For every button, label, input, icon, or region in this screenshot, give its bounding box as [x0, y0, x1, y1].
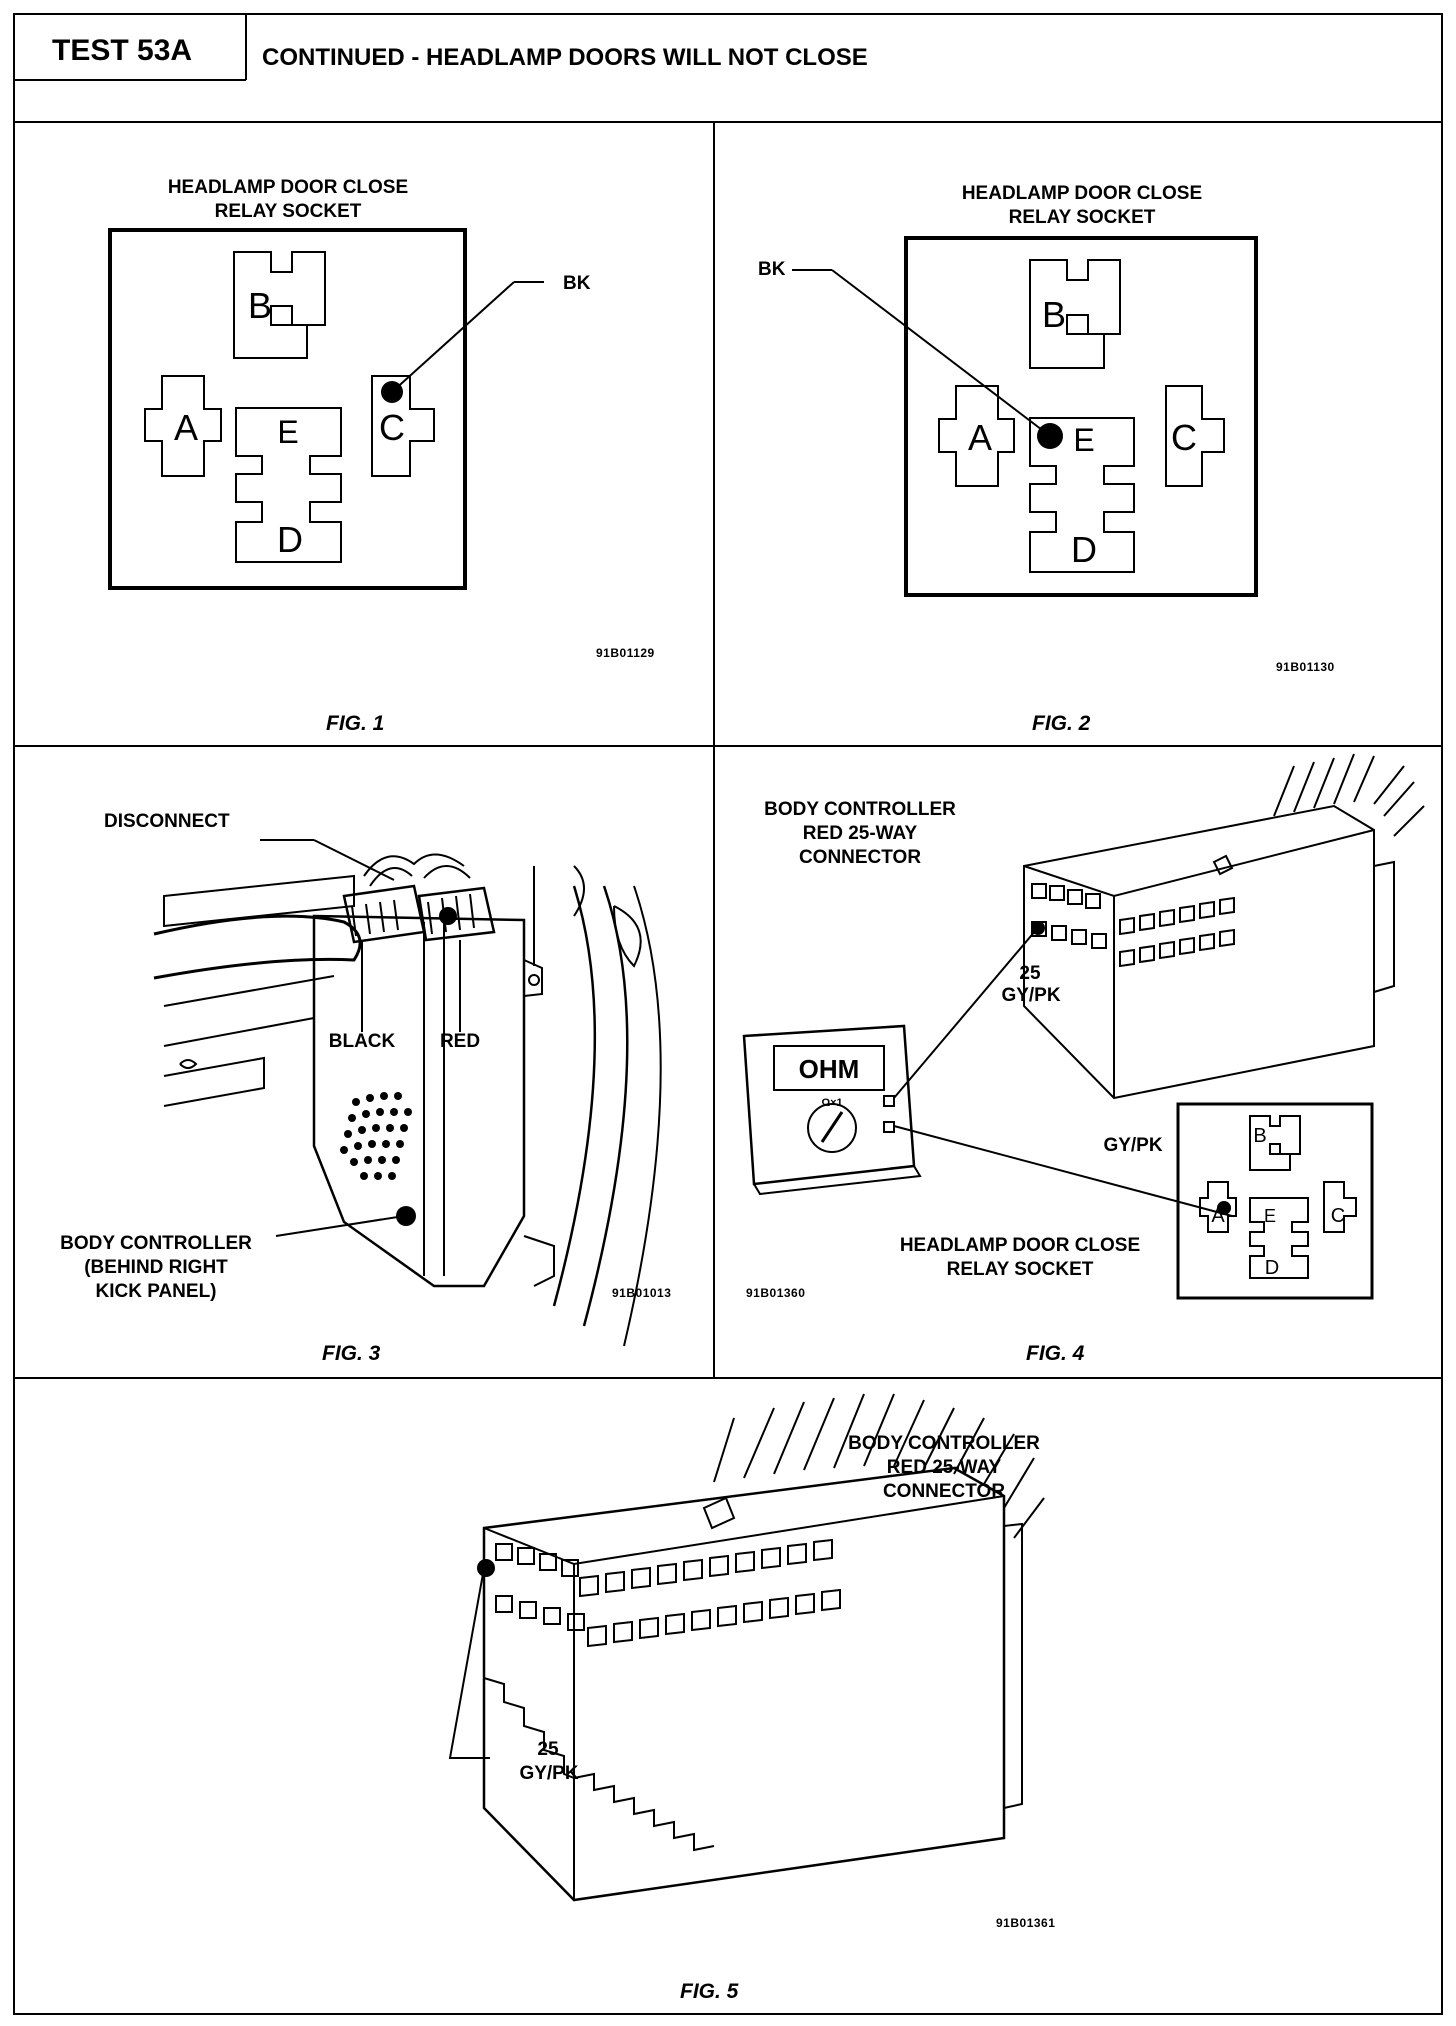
- fig5-wire-label: GY/PK: [519, 1763, 579, 1784]
- fig3-red-connector: [417, 886, 496, 942]
- fig5-caption: FIG. 5: [680, 1980, 739, 2003]
- fig3-controller-body: [312, 914, 526, 1288]
- fig4-socket-line1: HEADLAMP DOOR CLOSE: [899, 1235, 1141, 1256]
- fig3-disconnect-label: DISCONNECT: [104, 811, 230, 832]
- fig2-relay-socket-diagram: [792, 236, 1258, 597]
- fig4-terminal-d-label: D: [1264, 1257, 1280, 1279]
- fig5-pin-label: 25: [537, 1739, 559, 1760]
- fig4-wire-label: GY/PK: [1001, 985, 1061, 1006]
- fig3-body-controller-illustration: [153, 839, 662, 1347]
- fig2-socket-outline: [904, 236, 1258, 597]
- fig2-bk-label: BK: [758, 259, 786, 280]
- fig4-terminal-c-label: C: [1330, 1205, 1346, 1227]
- fig1-socket-outline: [108, 228, 467, 590]
- fig3-red-connector-dot: [439, 907, 457, 925]
- fig3-body-leader: [275, 1215, 405, 1237]
- fig1-terminal-e-label: E: [277, 414, 299, 450]
- fig2-terminal-e-label: E: [1073, 422, 1095, 458]
- fig4-socket-line2: RELAY SOCKET: [946, 1259, 1094, 1280]
- fig5-connector-illustration: [448, 1393, 1045, 1902]
- fig1-terminal-c-label: C: [379, 407, 405, 448]
- page-title: CONTINUED - HEADLAMP DOORS WILL NOT CLOS…: [262, 44, 868, 71]
- fig4-ohmmeter-test-diagram: [742, 753, 1425, 1300]
- fig4-meter-range: Ω×1: [821, 1097, 843, 1109]
- fig4-code: 91B01360: [746, 1286, 806, 1300]
- fig5-cavity-row-bottom: [495, 1595, 585, 1631]
- fig4-connector-body: [1023, 804, 1375, 1100]
- fig2-terminal-d-label: D: [1071, 529, 1097, 570]
- fig5-cavity-row-top: [495, 1543, 579, 1577]
- fig5-code: 91B01361: [996, 1916, 1056, 1930]
- fig2-bk-pin: [1037, 423, 1063, 449]
- fig4-socket-wire-label: GY/PK: [1103, 1135, 1163, 1156]
- fig2-terminal-ed: [1029, 417, 1135, 573]
- fig4-terminal-c: [1323, 1181, 1357, 1233]
- fig1-terminal-b: [233, 251, 326, 359]
- fig2-title-line1: HEADLAMP DOOR CLOSE: [961, 183, 1203, 204]
- fig1-caption: FIG. 1: [326, 712, 385, 735]
- fig1-terminal-b-label: B: [247, 285, 272, 326]
- fig4-title-line1: BODY CONTROLLER: [764, 799, 956, 820]
- fig4-title-line2: RED 25-WAY: [802, 823, 918, 844]
- fig2-terminal-a-label: A: [967, 417, 992, 458]
- fig3-bracket: [163, 1056, 265, 1107]
- fig1-relay-socket-diagram: [108, 228, 544, 590]
- fig4-pin-label: 25: [1019, 963, 1041, 984]
- fig4-terminal-a: [1199, 1181, 1237, 1233]
- fig2-title-line2: RELAY SOCKET: [1008, 207, 1156, 228]
- fig5-title-line1: BODY CONTROLLER: [848, 1433, 1040, 1454]
- fig5-title-line3: CONNECTOR: [882, 1481, 1006, 1502]
- fig4-title-line3: CONNECTOR: [798, 847, 922, 868]
- fig1-terminal-d-label: D: [277, 519, 303, 560]
- fig4-meter-display-text: OHM: [798, 1054, 860, 1084]
- fig4-terminal-ed: [1249, 1197, 1309, 1279]
- fig4-caption: FIG. 4: [1026, 1342, 1085, 1365]
- fig2-code: 91B01130: [1276, 660, 1335, 674]
- fig4-meter-display: [773, 1045, 885, 1091]
- fig2-terminal-a: [938, 385, 1015, 487]
- fig4-terminal-e-label: E: [1263, 1206, 1276, 1226]
- fig5-connector-body: [482, 1466, 1006, 1902]
- fig4-terminal-b: [1249, 1115, 1301, 1171]
- fig1-bk-pin: [381, 381, 403, 403]
- fig5-pin25-dot: [477, 1559, 495, 1577]
- fig2-terminal-c-label: C: [1171, 417, 1197, 458]
- fig4-socket-outline: [1176, 1102, 1374, 1300]
- fig5-pin25-leader: [448, 1567, 490, 1759]
- fig4-pin25-dot: [1031, 921, 1045, 935]
- fig4-lead-to-socket: [893, 1125, 1233, 1217]
- fig1-callout-line: [391, 281, 515, 393]
- fig1-terminal-c: [371, 375, 435, 477]
- fig3-caption: FIG. 3: [322, 1342, 381, 1365]
- fig3-black-label: BLACK: [328, 1031, 396, 1052]
- fig3-body-line1: BODY CONTROLLER: [60, 1233, 252, 1254]
- fig1-bk-label: BK: [563, 273, 591, 294]
- fig1-title-line1: HEADLAMP DOOR CLOSE: [167, 177, 409, 198]
- fig4-terminal-a-label: A: [1211, 1205, 1225, 1227]
- fig3-code: 91B01013: [612, 1286, 672, 1300]
- fig5-title-line2: RED 25-WAY: [886, 1457, 1002, 1478]
- fig4-socket-a-dot: [1217, 1201, 1231, 1215]
- fig3-controller-dot: [396, 1206, 416, 1226]
- fig2-caption: FIG. 2: [1032, 712, 1091, 735]
- fig2-terminal-c: [1165, 385, 1225, 487]
- fig1-terminal-a-label: A: [173, 407, 198, 448]
- fig3-body-line3: KICK PANEL): [95, 1281, 217, 1302]
- test-id: TEST 53A: [52, 34, 193, 67]
- fig2-terminal-b: [1029, 259, 1121, 369]
- fig4-meter-dial: [807, 1103, 857, 1153]
- fig4-lead-to-pin25: [893, 929, 1037, 1099]
- fig2-terminal-b-label: B: [1041, 294, 1066, 335]
- fig1-terminal-ed: [235, 407, 342, 563]
- fig4-terminal-b-label: B: [1253, 1125, 1267, 1147]
- fig3-body-line2: (BEHIND RIGHT: [84, 1257, 228, 1278]
- fig1-code: 91B01129: [596, 646, 655, 660]
- fig1-title-line2: RELAY SOCKET: [214, 201, 362, 222]
- fig3-red-label: RED: [439, 1031, 481, 1052]
- fig4-cavity-row: [1031, 883, 1107, 949]
- fig1-terminal-a: [144, 375, 222, 477]
